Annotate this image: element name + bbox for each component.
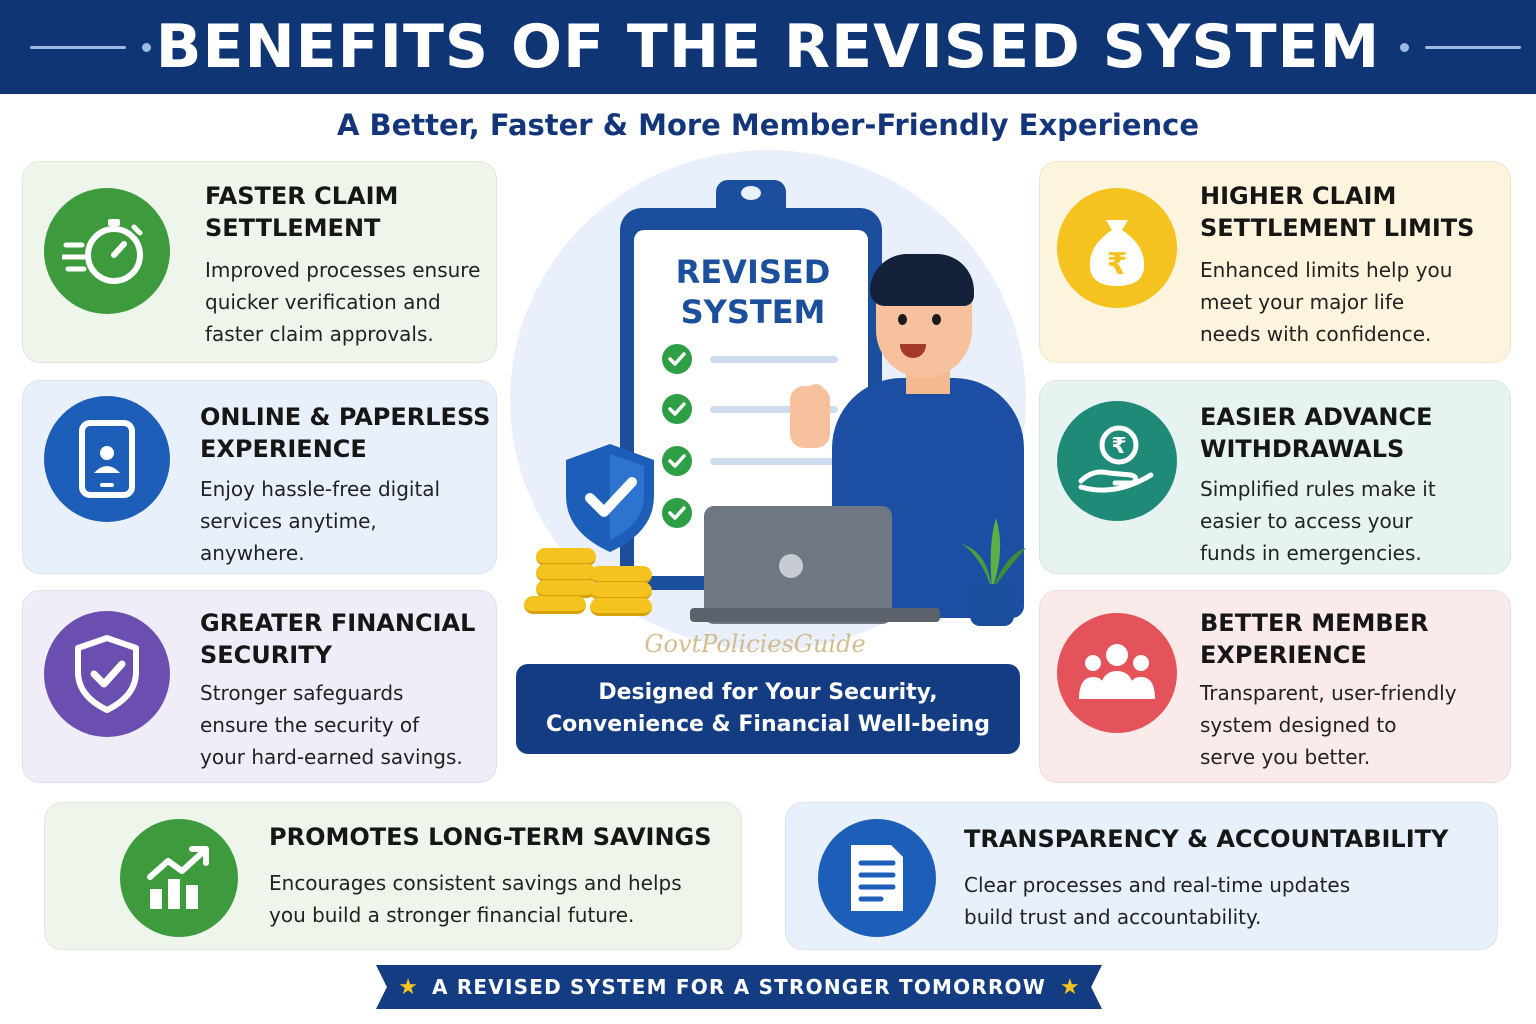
person-eye	[932, 314, 941, 325]
check-icon	[662, 344, 692, 374]
header-decoration-right	[1384, 42, 1521, 52]
star-icon: ★	[1060, 974, 1080, 1000]
watermark-logo: GovtPoliciesGuide	[644, 630, 866, 658]
checklist-item	[662, 344, 838, 374]
banner-line: Designed for Your Security,	[598, 680, 938, 705]
checklist-item	[662, 394, 838, 424]
laptop-base	[690, 608, 940, 622]
check-icon	[662, 446, 692, 476]
header-banner: BENEFITS OF THE REVISED SYSTEM	[0, 0, 1536, 94]
person-eye	[898, 314, 907, 325]
banner-line: Convenience & Financial Well-being	[545, 712, 991, 737]
people-group-icon	[1057, 613, 1177, 733]
center-banner: Designed for Your Security, Convenience …	[516, 664, 1020, 754]
clipboard-clip	[716, 180, 786, 224]
header-decoration-left	[30, 42, 167, 52]
thumb	[808, 384, 824, 414]
stopwatch-icon	[44, 188, 170, 314]
checklist-item	[662, 446, 838, 476]
star-icon: ★	[398, 974, 418, 1000]
card-transparency-accountability: TRANSPARENCY & ACCOUNTABILITY Clear proc…	[785, 802, 1498, 950]
footer-ribbon: ★ A REVISED SYSTEM FOR A STRONGER TOMORR…	[376, 965, 1102, 1009]
card-title: PROMOTES LONG-TERM SAVINGS	[269, 823, 712, 851]
document-icon	[818, 819, 936, 937]
svg-text:₹: ₹	[1111, 434, 1126, 459]
shield-check-icon	[44, 611, 170, 737]
hand-rupee-coin-icon: ₹	[1057, 401, 1177, 521]
page-subtitle: A Better, Faster & More Member-Friendly …	[336, 108, 1200, 142]
growth-chart-icon	[120, 819, 238, 937]
footer-text: A REVISED SYSTEM FOR A STRONGER TOMORROW	[431, 975, 1047, 999]
page-title: BENEFITS OF THE REVISED SYSTEM	[155, 12, 1381, 82]
person-mouth	[900, 344, 926, 358]
person-hair	[870, 254, 974, 306]
laptop-logo	[779, 554, 803, 578]
plant-pot	[970, 584, 1014, 626]
card-long-term-savings: PROMOTES LONG-TERM SAVINGS Encourages co…	[44, 802, 742, 950]
svg-text:₹: ₹	[1107, 247, 1128, 282]
card-title: TRANSPARENCY & ACCOUNTABILITY	[964, 825, 1449, 853]
check-icon	[662, 498, 692, 528]
plant-icon	[952, 514, 1032, 598]
security-shield-icon	[560, 440, 660, 560]
mobile-profile-icon	[44, 396, 170, 522]
check-icon	[662, 394, 692, 424]
money-bag-rupee-icon: ₹	[1057, 188, 1177, 308]
